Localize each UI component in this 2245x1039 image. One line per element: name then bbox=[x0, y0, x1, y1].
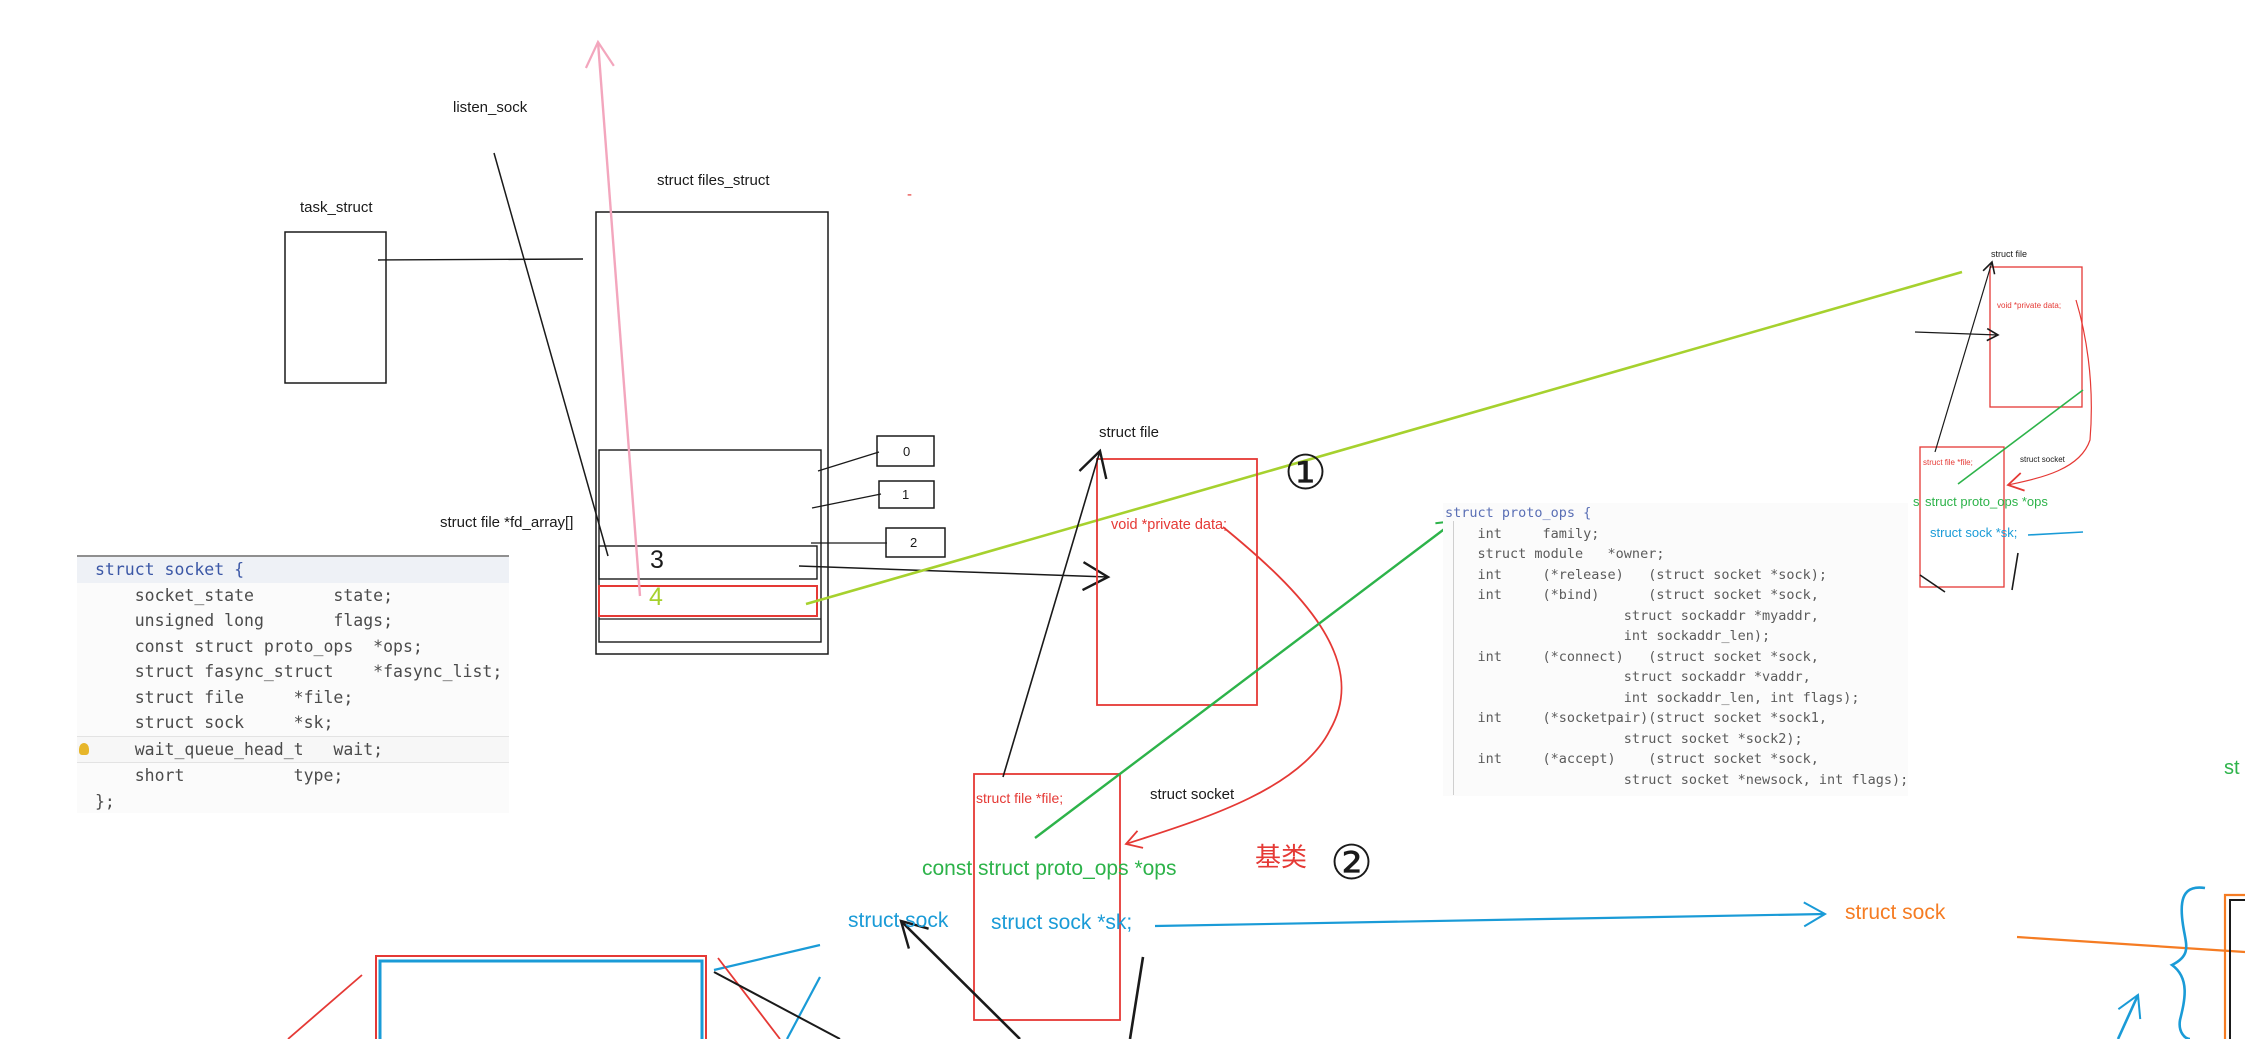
circle-one-marker: ① bbox=[1284, 447, 1328, 500]
proto-ops-code-line: int (*socketpair)(struct socket *sock1, bbox=[1445, 710, 1828, 726]
struct-sock-left-label: struct sock bbox=[848, 909, 949, 932]
socket-code-line: struct sock *sk; bbox=[95, 713, 334, 732]
private-data-curve bbox=[1124, 526, 1343, 849]
files-struct-box bbox=[595, 211, 829, 655]
proto-ops-code-panel: struct proto_ops { int family; struct mo… bbox=[1443, 503, 1908, 796]
small-red-curve bbox=[2006, 299, 2092, 492]
right-blue-brace bbox=[2169, 886, 2206, 1039]
task-struct-box bbox=[284, 231, 387, 384]
slot4-lime-line bbox=[805, 270, 1963, 606]
index-0-label: 0 bbox=[903, 444, 911, 459]
small-sk-label: struct sock *sk; bbox=[1930, 525, 2018, 540]
bottom-black-arrow bbox=[901, 921, 1021, 1039]
slot3-to-file-arrow bbox=[798, 566, 1108, 577]
socket-code-line: socket_state state; bbox=[95, 585, 394, 605]
socket-code-line: unsigned long flags; bbox=[95, 611, 394, 630]
small-black-line-1 bbox=[1919, 574, 1946, 593]
private-data-label: void *private data; bbox=[1111, 517, 1228, 533]
small-private-data-label: void *private data; bbox=[1997, 301, 2062, 310]
code-indent-guide bbox=[1453, 521, 1454, 795]
small-ops-prefix: s bbox=[1913, 494, 1920, 509]
small-green-line bbox=[1957, 389, 2084, 485]
bottom-black-line-2 bbox=[713, 971, 841, 1039]
ops-green-arrow bbox=[1034, 519, 1457, 839]
sk-blue-arrow bbox=[1154, 901, 1828, 928]
files-struct-label: struct files_struct bbox=[657, 172, 770, 189]
struct-file-label: struct file bbox=[1099, 424, 1160, 441]
struct-sock-right-label: struct sock bbox=[1845, 901, 1946, 924]
fd-slot-3 bbox=[598, 545, 818, 580]
proto-ops-code-line: int (*release) (struct socket *sock); bbox=[1445, 566, 1828, 583]
bottom-left-red-stroke bbox=[287, 974, 363, 1039]
small-file-box bbox=[1989, 266, 2083, 408]
proto-ops-code-line: struct module *owner; bbox=[1445, 546, 1665, 562]
small-struct-file-ptr-label: struct file *file; bbox=[1923, 458, 1973, 467]
socket-code-line: short type; bbox=[95, 766, 344, 785]
pink-arrow bbox=[584, 39, 642, 597]
socket-code-line: struct file *file; bbox=[95, 687, 354, 707]
listen-sock-line bbox=[493, 152, 609, 557]
orange-line bbox=[2016, 935, 2245, 954]
bottom-left-inner-box bbox=[378, 959, 704, 1039]
proto-ops-code-line: struct sockaddr *vaddr, bbox=[1445, 669, 1811, 685]
bottom-blue-line-1 bbox=[713, 943, 821, 972]
index-2-label: 2 bbox=[910, 535, 918, 550]
proto-ops-code-line: struct sockaddr *myaddr, bbox=[1445, 607, 1819, 624]
proto-ops-code-line: struct socket *sock2); bbox=[1445, 730, 1803, 747]
proto-ops-code-line: int sockaddr_len); bbox=[1445, 628, 1771, 644]
listen-sock-label: listen_sock bbox=[453, 99, 528, 116]
socket-code-line: struct fasync_struct *fasync_list; bbox=[95, 662, 503, 681]
socket-code-line: }; bbox=[95, 791, 115, 811]
lightbulb-icon bbox=[79, 742, 89, 755]
fd-array-label: struct file *fd_array[] bbox=[440, 514, 574, 531]
small-socket-box bbox=[1919, 446, 2005, 588]
bottom-left-box bbox=[375, 955, 707, 1039]
small-arrow-in bbox=[1914, 327, 2000, 342]
fd-index-4: 4 bbox=[649, 583, 663, 611]
proto-ops-code-line: int sockaddr_len, int flags); bbox=[1445, 689, 1860, 706]
circle-two-marker: ② bbox=[1330, 837, 1374, 890]
struct-file-ptr-label: struct file *file; bbox=[976, 790, 1064, 806]
struct-socket-label: struct socket bbox=[1150, 786, 1235, 803]
proto-ops-code-line: struct proto_ops { bbox=[1445, 505, 1592, 521]
fd-slot-4 bbox=[598, 585, 818, 617]
proto-ops-code-line: int family; bbox=[1445, 525, 1600, 542]
task-to-files-line bbox=[377, 258, 584, 261]
red-dash-mark: - bbox=[907, 186, 912, 203]
index-box-0 bbox=[876, 435, 935, 467]
small-ops-label: struct proto_ops *ops bbox=[1925, 494, 2048, 509]
socket-code-line: const struct proto_ops *ops; bbox=[95, 636, 423, 656]
index-1-label: 1 bbox=[902, 487, 910, 502]
bottom-red-line bbox=[717, 957, 781, 1039]
index-line-1 bbox=[811, 493, 882, 509]
proto-ops-code-line: struct socket *newsock, int flags); bbox=[1445, 771, 1909, 788]
small-blue-line bbox=[2027, 531, 2084, 536]
base-class-label: 基类 bbox=[1255, 842, 1308, 872]
proto-ops-code-line: int (*bind) (struct socket *sock, bbox=[1445, 587, 1819, 603]
struct-file-box bbox=[1096, 458, 1258, 706]
small-socket-up bbox=[1934, 260, 1996, 453]
fd-index-3: 3 bbox=[650, 546, 664, 574]
sk-ptr-label: struct sock *sk; bbox=[991, 911, 1133, 934]
task-struct-label: task_struct bbox=[300, 199, 373, 216]
small-struct-file-label: struct file bbox=[1991, 249, 2028, 259]
proto-ops-code-line: int (*accept) (struct socket *sock, bbox=[1445, 751, 1819, 767]
bottom-black-line-1 bbox=[1128, 956, 1145, 1039]
socket-to-file-arrow bbox=[1002, 451, 1100, 778]
socket-code-line: wait_queue_head_t wait; bbox=[77, 735, 509, 763]
right-edge-box bbox=[2223, 893, 2245, 1039]
right-edge-box-inner bbox=[2229, 899, 2245, 1039]
proto-ops-ptr-label: const struct proto_ops *ops bbox=[922, 857, 1177, 880]
small-black-line-2 bbox=[2011, 552, 2019, 591]
struct-socket-code-panel: struct socket { socket_state state; unsi… bbox=[77, 555, 509, 813]
right-blue-arrow bbox=[2116, 993, 2142, 1039]
proto-ops-code-line: int (*connect) (struct socket *sock, bbox=[1445, 648, 1819, 665]
index-line-0 bbox=[817, 451, 880, 472]
edge-st-label: st bbox=[2224, 757, 2240, 779]
bottom-blue-line-2 bbox=[786, 976, 821, 1039]
small-struct-socket-label: struct socket bbox=[2020, 455, 2065, 464]
struct-socket-box bbox=[973, 773, 1121, 1021]
socket-code-line: struct socket { bbox=[77, 557, 509, 583]
